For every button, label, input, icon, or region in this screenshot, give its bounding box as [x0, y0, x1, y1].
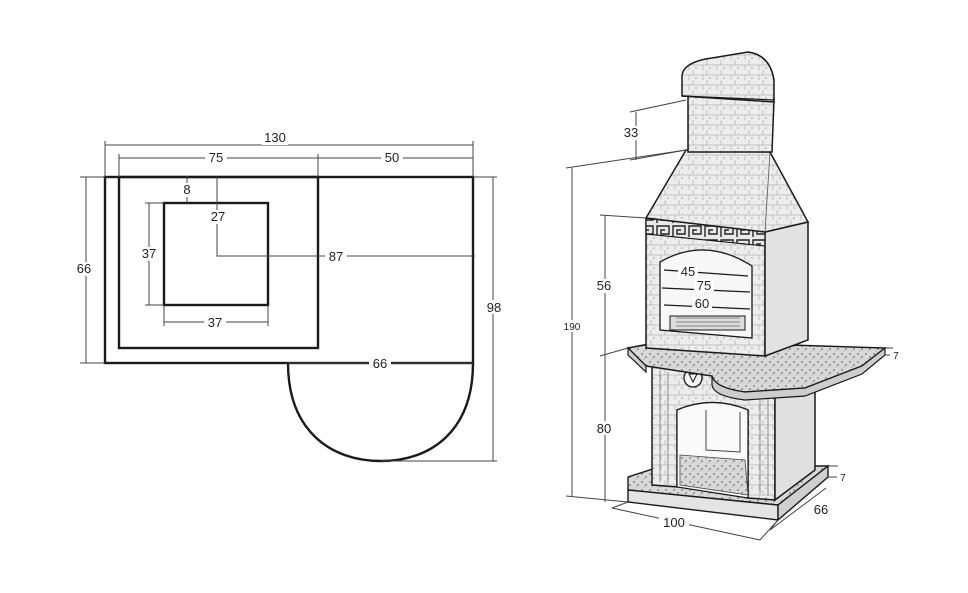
dim-98: 98: [487, 300, 501, 315]
dim-66-left: 66: [77, 261, 91, 276]
chimney-stack: [681, 51, 775, 153]
plan-dimension-lines: [80, 141, 497, 462]
pedestal: [651, 359, 816, 502]
dim-60: 60: [695, 296, 709, 311]
dim-37-left: 37: [142, 246, 156, 261]
dim-7-counter: 7: [893, 351, 899, 362]
elevation-view: 33 190 56 80 45 75 60 7 7 100 66: [560, 51, 902, 541]
dim-8: 8: [183, 182, 190, 197]
dim-190: 190: [564, 322, 581, 333]
dim-75-top: 75: [209, 150, 223, 165]
plan-firebox-outline: [117, 175, 320, 350]
dim-66-depth: 66: [814, 502, 828, 517]
plan-dimension-labels: 130 75 50 8 27 87 66 37 37 98 66: [74, 130, 504, 371]
dim-37-bottom: 37: [208, 315, 222, 330]
dim-7-base: 7: [840, 473, 846, 484]
plan-inner-opening: [162, 201, 270, 307]
dim-45: 45: [681, 264, 695, 279]
dim-100: 100: [663, 515, 685, 530]
dim-130: 130: [264, 130, 286, 145]
firebox: [645, 217, 809, 358]
dim-87: 87: [329, 249, 343, 264]
dim-33: 33: [624, 125, 638, 140]
countertop: [626, 340, 888, 401]
dim-27: 27: [211, 209, 225, 224]
plan-arc-extension: [286, 362, 475, 463]
plan-view: 130 75 50 8 27 87 66 37 37 98 66: [74, 130, 504, 463]
elevation-dimension-labels: 33 190 56 80 45 75 60 7 7 100 66: [560, 125, 902, 530]
dim-75: 75: [697, 278, 711, 293]
dim-56: 56: [597, 278, 611, 293]
dim-66-arc: 66: [373, 356, 387, 371]
dim-80: 80: [597, 421, 611, 436]
dim-50: 50: [385, 150, 399, 165]
plan-outer-slab: [103, 175, 475, 365]
chimney-hood: [644, 149, 810, 233]
